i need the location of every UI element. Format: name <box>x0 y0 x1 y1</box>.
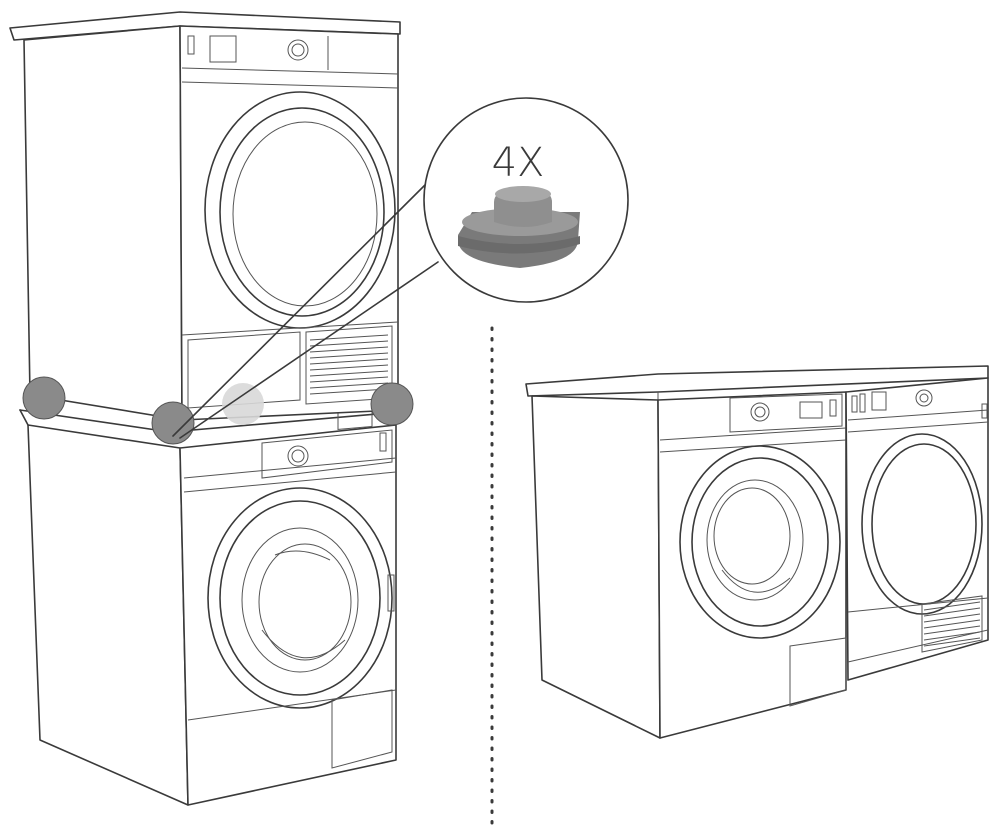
washer-bottom <box>19 403 401 806</box>
foot-marker-front <box>151 401 195 445</box>
dryer-right-vent-grille <box>921 595 983 653</box>
stacked-appliances <box>9 11 439 806</box>
dryer-vent-grille <box>305 325 393 405</box>
quantity-label: 4X <box>492 140 545 186</box>
callout-leader-lines <box>172 181 439 439</box>
dryer-top <box>9 11 401 421</box>
foot-marker-rear-right <box>222 383 264 425</box>
foot-marker-left <box>22 376 66 420</box>
rubber-foot-icon <box>458 186 580 268</box>
washer-left <box>531 391 847 739</box>
washer-door <box>207 487 395 709</box>
foot-marker-right <box>370 382 414 426</box>
dryer-right <box>845 377 989 681</box>
side-by-side-appliances <box>525 365 989 739</box>
washer-right-door <box>679 445 841 639</box>
callout-bubble: 4X <box>423 97 629 303</box>
foot-position-markers <box>22 376 414 445</box>
